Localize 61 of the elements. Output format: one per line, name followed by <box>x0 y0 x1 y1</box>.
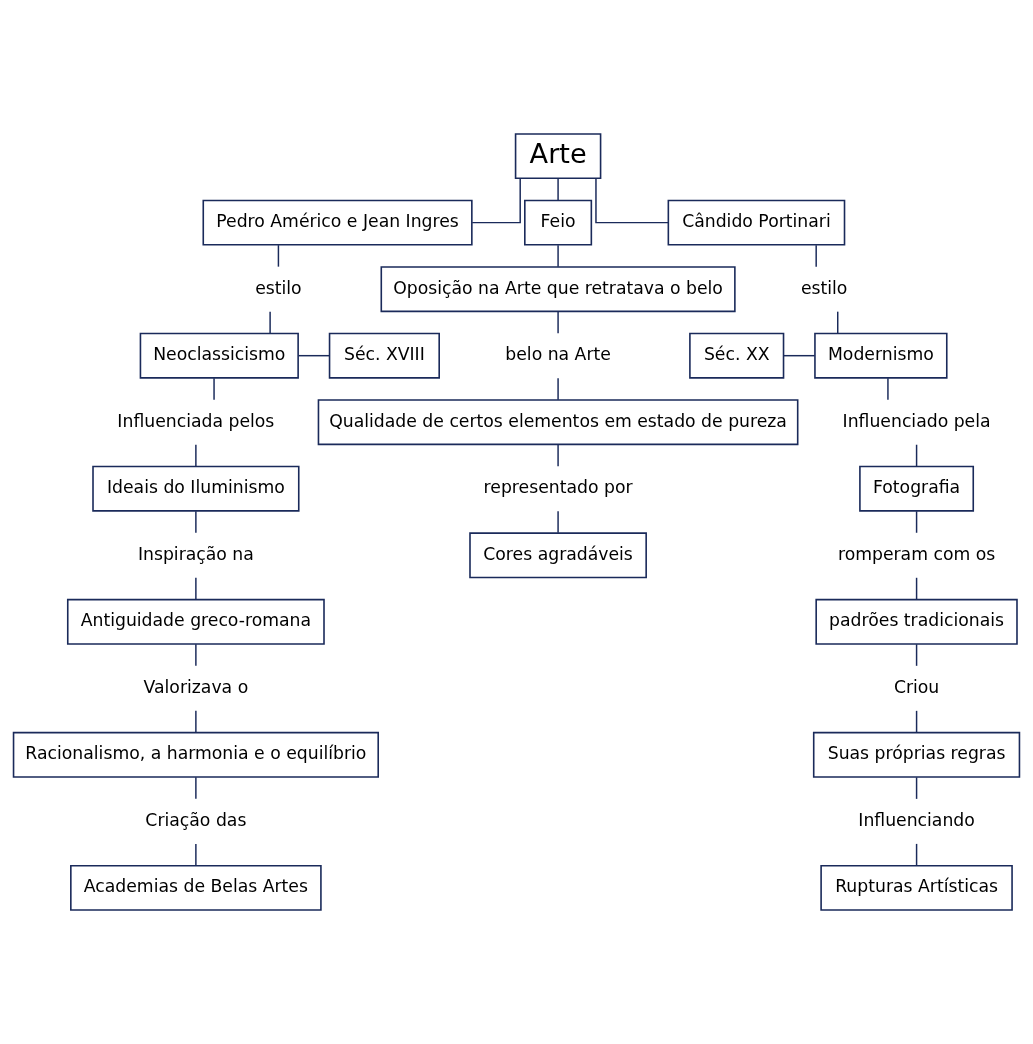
node-box: Cândido Portinari <box>667 199 846 246</box>
node-text: Criação das <box>145 809 247 830</box>
connector <box>195 510 197 534</box>
connector <box>471 177 521 224</box>
node-box: Suas próprias regras <box>812 731 1021 778</box>
node-text: belo na Arte <box>505 344 611 365</box>
node-text: romperam com os <box>837 543 996 564</box>
node-box: Qualidade de certos elementos em estado de pureza <box>317 399 799 446</box>
connector <box>195 643 197 667</box>
node-box: Feio <box>524 199 593 246</box>
node-box: Pedro Américo e Jean Ingres <box>202 199 473 246</box>
connector <box>195 710 197 734</box>
connector <box>915 444 918 467</box>
node-text: Criou <box>893 676 940 697</box>
connector <box>915 577 918 601</box>
connector <box>269 310 271 334</box>
node-box: Racionalismo, a harmonia e o equilíbrio <box>12 731 379 778</box>
connector <box>557 244 559 268</box>
node-box: Séc. XX <box>689 332 785 379</box>
node-box: Modernismo <box>814 332 948 379</box>
connector <box>887 377 889 401</box>
node-box: Fotografia <box>859 465 975 512</box>
connector <box>557 510 559 534</box>
connector <box>815 244 817 268</box>
node-box: Cores agradáveis <box>469 532 647 579</box>
node-box: padrões tradicionais <box>815 598 1018 645</box>
node-box: Antiguidade greco-romana <box>66 598 325 645</box>
connector <box>557 444 559 467</box>
node-box: Ideais do Iluminismo <box>92 465 300 512</box>
connector <box>557 310 559 334</box>
node-text: Influenciado pela <box>842 410 991 431</box>
node-text: estilo <box>800 277 848 298</box>
connector <box>297 354 330 357</box>
connector <box>195 444 197 467</box>
node-text: representado por <box>483 477 633 498</box>
connector <box>915 776 918 800</box>
connector <box>277 244 280 268</box>
connector <box>195 843 197 867</box>
connector <box>557 377 559 401</box>
connector <box>915 510 918 534</box>
node-text: Influenciando <box>858 809 975 830</box>
node-box: Arte <box>514 133 602 180</box>
connector <box>915 843 918 867</box>
connector <box>837 310 839 334</box>
node-text: Valorizava o <box>143 676 249 697</box>
node-text: Inspiração na <box>137 543 254 564</box>
node-box: Rupturas Artísticas <box>820 864 1013 911</box>
connector <box>783 354 816 357</box>
node-text: Influenciada pelos <box>117 410 275 431</box>
connector <box>595 177 669 224</box>
connector <box>195 776 197 800</box>
connector <box>915 710 918 734</box>
node-text: estilo <box>255 277 302 298</box>
connector <box>915 643 918 667</box>
node-box: Neoclassicismo <box>139 332 299 379</box>
node-box: Séc. XVIII <box>328 332 440 379</box>
connector <box>557 177 559 201</box>
connector <box>213 377 215 401</box>
connector <box>195 577 197 601</box>
node-box: Academias de Belas Artes <box>70 864 322 911</box>
node-box: Oposição na Arte que retratava o belo <box>380 266 736 313</box>
